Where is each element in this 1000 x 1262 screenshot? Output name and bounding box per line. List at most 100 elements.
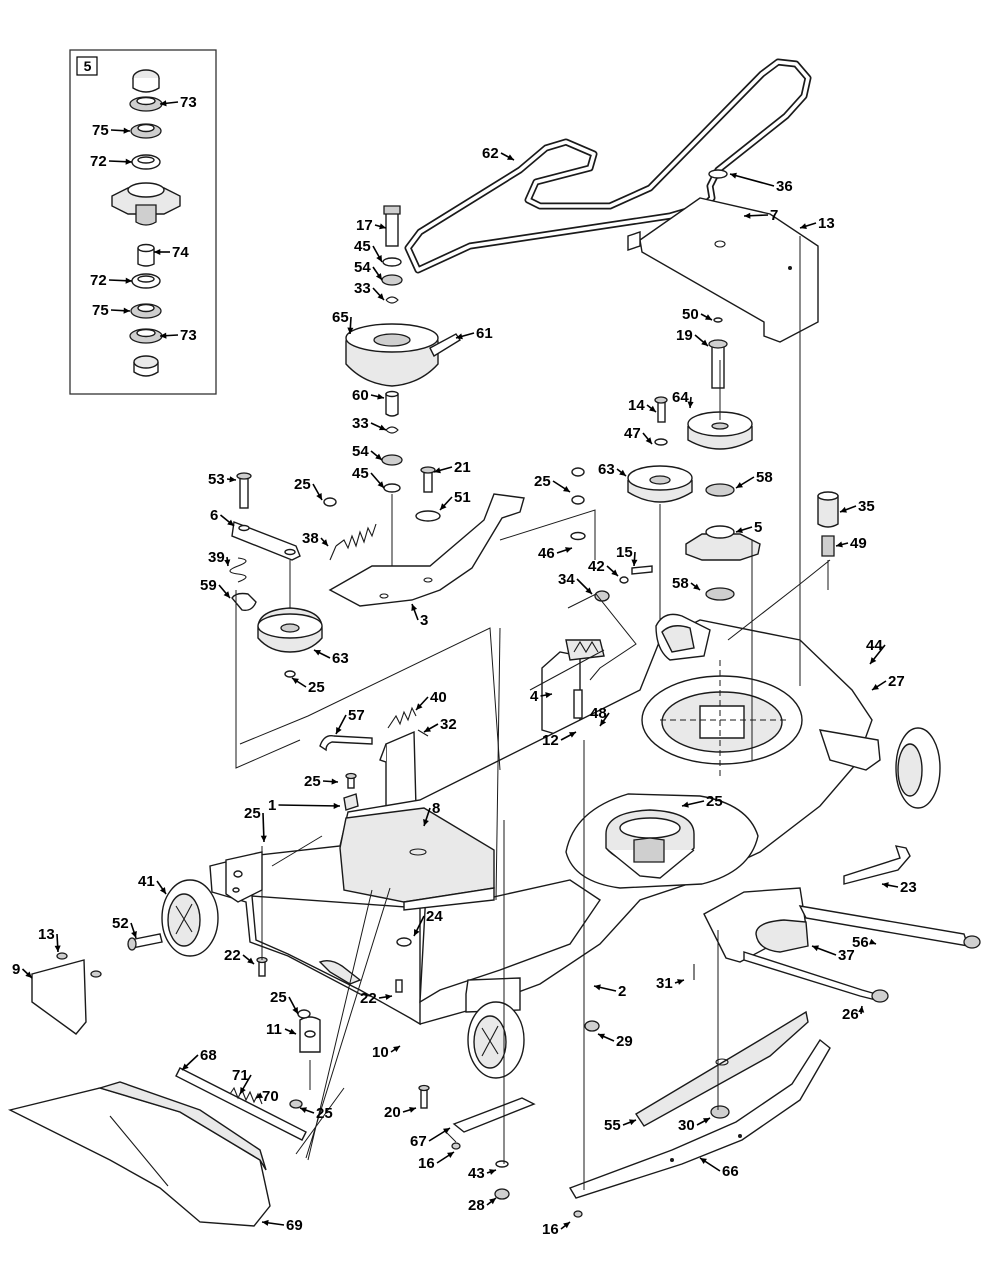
leader-arrow-1 xyxy=(333,802,340,809)
leader-arrow-2 xyxy=(594,984,601,991)
leader-arrow-11 xyxy=(289,1028,296,1035)
leader-arrow-38 xyxy=(321,539,328,546)
callout-75: 75 xyxy=(92,122,109,139)
callout-34: 34 xyxy=(558,571,575,588)
grease-fittings xyxy=(817,491,839,590)
callout-53: 53 xyxy=(208,471,225,488)
callout-16: 16 xyxy=(418,1155,435,1172)
callout-75: 75 xyxy=(92,302,109,319)
inset-number-box xyxy=(76,56,98,76)
fasteners-middle xyxy=(570,467,653,602)
leader-arrow-8 xyxy=(423,819,429,826)
callout-74: 74 xyxy=(172,244,189,261)
callout-73: 73 xyxy=(180,327,197,344)
leader-arrow-49 xyxy=(836,541,843,548)
tension-spring xyxy=(329,523,377,561)
callout-29: 29 xyxy=(616,1033,633,1050)
callout-1: 1 xyxy=(268,797,276,814)
leader-arrow-70 xyxy=(256,1092,263,1098)
callout-17: 17 xyxy=(356,217,373,234)
leader-1 xyxy=(278,804,341,807)
inset-number: 5 xyxy=(83,58,92,74)
leader-arrow-31 xyxy=(677,979,684,985)
leader-arrow-23 xyxy=(882,882,889,889)
leader-arrow-72 xyxy=(125,277,132,284)
leader-arrow-13 xyxy=(800,223,807,230)
leader-arrow-73 xyxy=(160,100,167,107)
callout-57: 57 xyxy=(348,707,365,724)
callout-41: 41 xyxy=(138,873,155,890)
leader-arrow-69 xyxy=(262,1219,269,1226)
callout-51: 51 xyxy=(454,489,471,506)
callout-42: 42 xyxy=(588,558,605,575)
callout-64: 64 xyxy=(672,389,689,406)
right-pulley-stack xyxy=(685,317,761,601)
bottom-fasteners xyxy=(451,1142,583,1218)
spring-40-pin-32 xyxy=(319,706,429,811)
clutch-stack xyxy=(345,205,461,590)
leader-arrow-25 xyxy=(300,1107,307,1113)
callout-38: 38 xyxy=(302,530,319,547)
callout-72: 72 xyxy=(90,153,107,170)
discharge-hinge-rod xyxy=(175,1067,307,1141)
leader-arrow-64 xyxy=(687,401,694,408)
mower-deck xyxy=(209,613,941,1026)
leader-arrow-75 xyxy=(123,127,130,134)
discharge-chute xyxy=(7,1081,271,1227)
callout-21: 21 xyxy=(454,459,471,476)
callout-63: 63 xyxy=(332,650,349,667)
leader-arrow-58 xyxy=(693,583,700,590)
leader-arrow-16 xyxy=(563,1222,570,1229)
leader-arrow-27 xyxy=(872,684,879,690)
leader-arrow-74 xyxy=(154,248,161,256)
leader-arrow-33 xyxy=(377,293,384,300)
leader-arrow-20 xyxy=(409,1106,416,1113)
leader-arrow-32 xyxy=(424,726,431,732)
callout-4: 4 xyxy=(530,688,539,705)
callout-39: 39 xyxy=(208,549,225,566)
nut-29 xyxy=(584,1020,600,1032)
baffle-67 xyxy=(452,1097,536,1133)
leader-arrow-28 xyxy=(489,1198,496,1205)
callout-65: 65 xyxy=(332,309,349,326)
idler-bracket xyxy=(328,493,525,607)
callout-25: 25 xyxy=(294,476,311,493)
leader-arrow-25 xyxy=(260,835,267,842)
callout-63: 63 xyxy=(598,461,615,478)
leader-arrow-5 xyxy=(736,527,743,534)
callout-33: 33 xyxy=(352,415,369,432)
callout-67: 67 xyxy=(410,1133,427,1150)
callout-36: 36 xyxy=(776,178,793,195)
leader-arrow-68 xyxy=(182,1063,189,1070)
leader-arrow-73 xyxy=(160,332,167,339)
callout-66: 66 xyxy=(722,1163,739,1180)
nut-25-upper xyxy=(323,497,337,507)
leader-arrow-60 xyxy=(377,393,384,400)
baffle-66 xyxy=(568,1038,831,1199)
callout-62: 62 xyxy=(482,145,499,162)
callout-48: 48 xyxy=(590,705,607,722)
leader-arrow-63 xyxy=(314,650,321,656)
leader-arrow-61 xyxy=(456,333,463,340)
callout-26: 26 xyxy=(842,1006,859,1023)
leader-arrow-34 xyxy=(585,587,592,594)
leader-arrow-16 xyxy=(447,1152,454,1158)
callout-60: 60 xyxy=(352,387,369,404)
leader-arrow-35 xyxy=(840,506,847,513)
leader-arrow-43 xyxy=(489,1169,496,1175)
spindle-inset xyxy=(69,49,217,395)
drive-belt xyxy=(404,58,812,274)
callout-25: 25 xyxy=(244,805,261,822)
leader-arrow-14 xyxy=(649,405,656,412)
belt-cover xyxy=(627,169,819,343)
callout-71: 71 xyxy=(232,1067,249,1084)
anti-scalp-wheels xyxy=(127,879,525,1079)
callout-25: 25 xyxy=(270,989,287,1006)
leader-arrow-67 xyxy=(443,1128,450,1134)
leader-arrow-25 xyxy=(316,493,322,500)
leader-arrow-12 xyxy=(569,732,576,738)
callout-25: 25 xyxy=(316,1105,333,1122)
gauge-wheel-linkage xyxy=(693,845,981,1003)
